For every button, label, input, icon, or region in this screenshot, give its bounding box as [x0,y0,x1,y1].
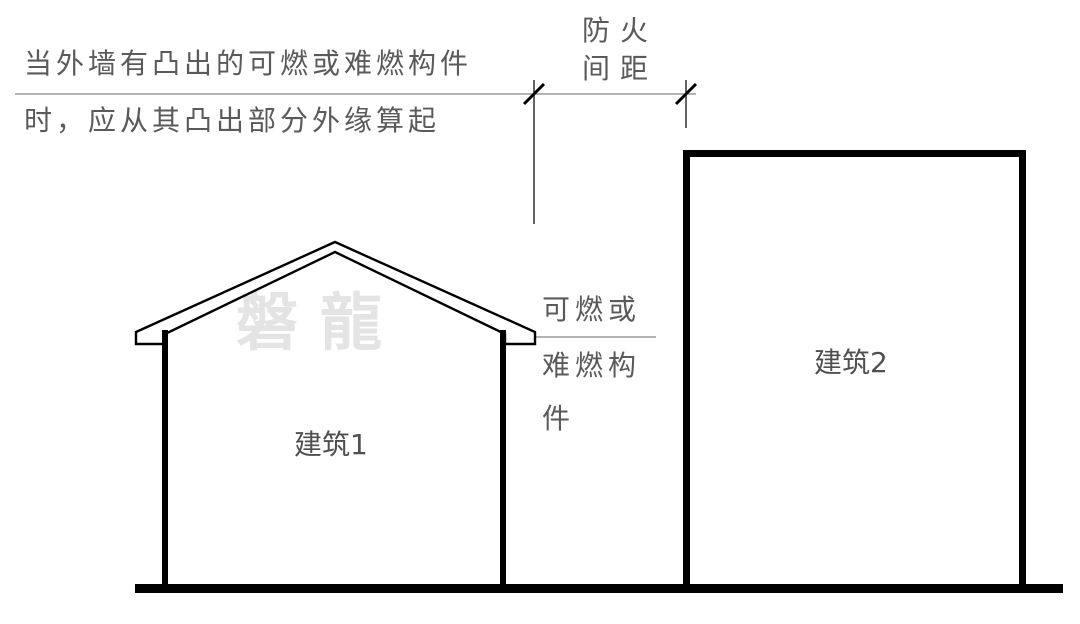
dimension-tick-left [522,82,546,106]
dimension-tick-right [674,82,698,106]
dimension-label-line-2: 间距 [582,52,659,85]
building-1-roof [134,240,537,346]
building-1-left-wall [162,330,168,588]
ground-line [135,584,1063,593]
dimension-label-line-1: 防火 [582,14,659,47]
side-label-line-2: 难燃构 [542,349,642,382]
building-1-label: 建筑1 [294,428,368,461]
note-line-2: 时，应从其凸出部分外缘算起 [24,104,441,137]
side-label-line-1: 可燃或 [542,293,642,326]
note-line-1: 当外墙有凸出的可燃或难燃构件 [24,47,473,80]
watermark-text: 磐龍 [236,286,405,359]
building-2-label: 建筑2 [814,346,888,379]
building-1-right-wall [500,330,506,588]
side-label-line-3: 件 [542,402,576,435]
